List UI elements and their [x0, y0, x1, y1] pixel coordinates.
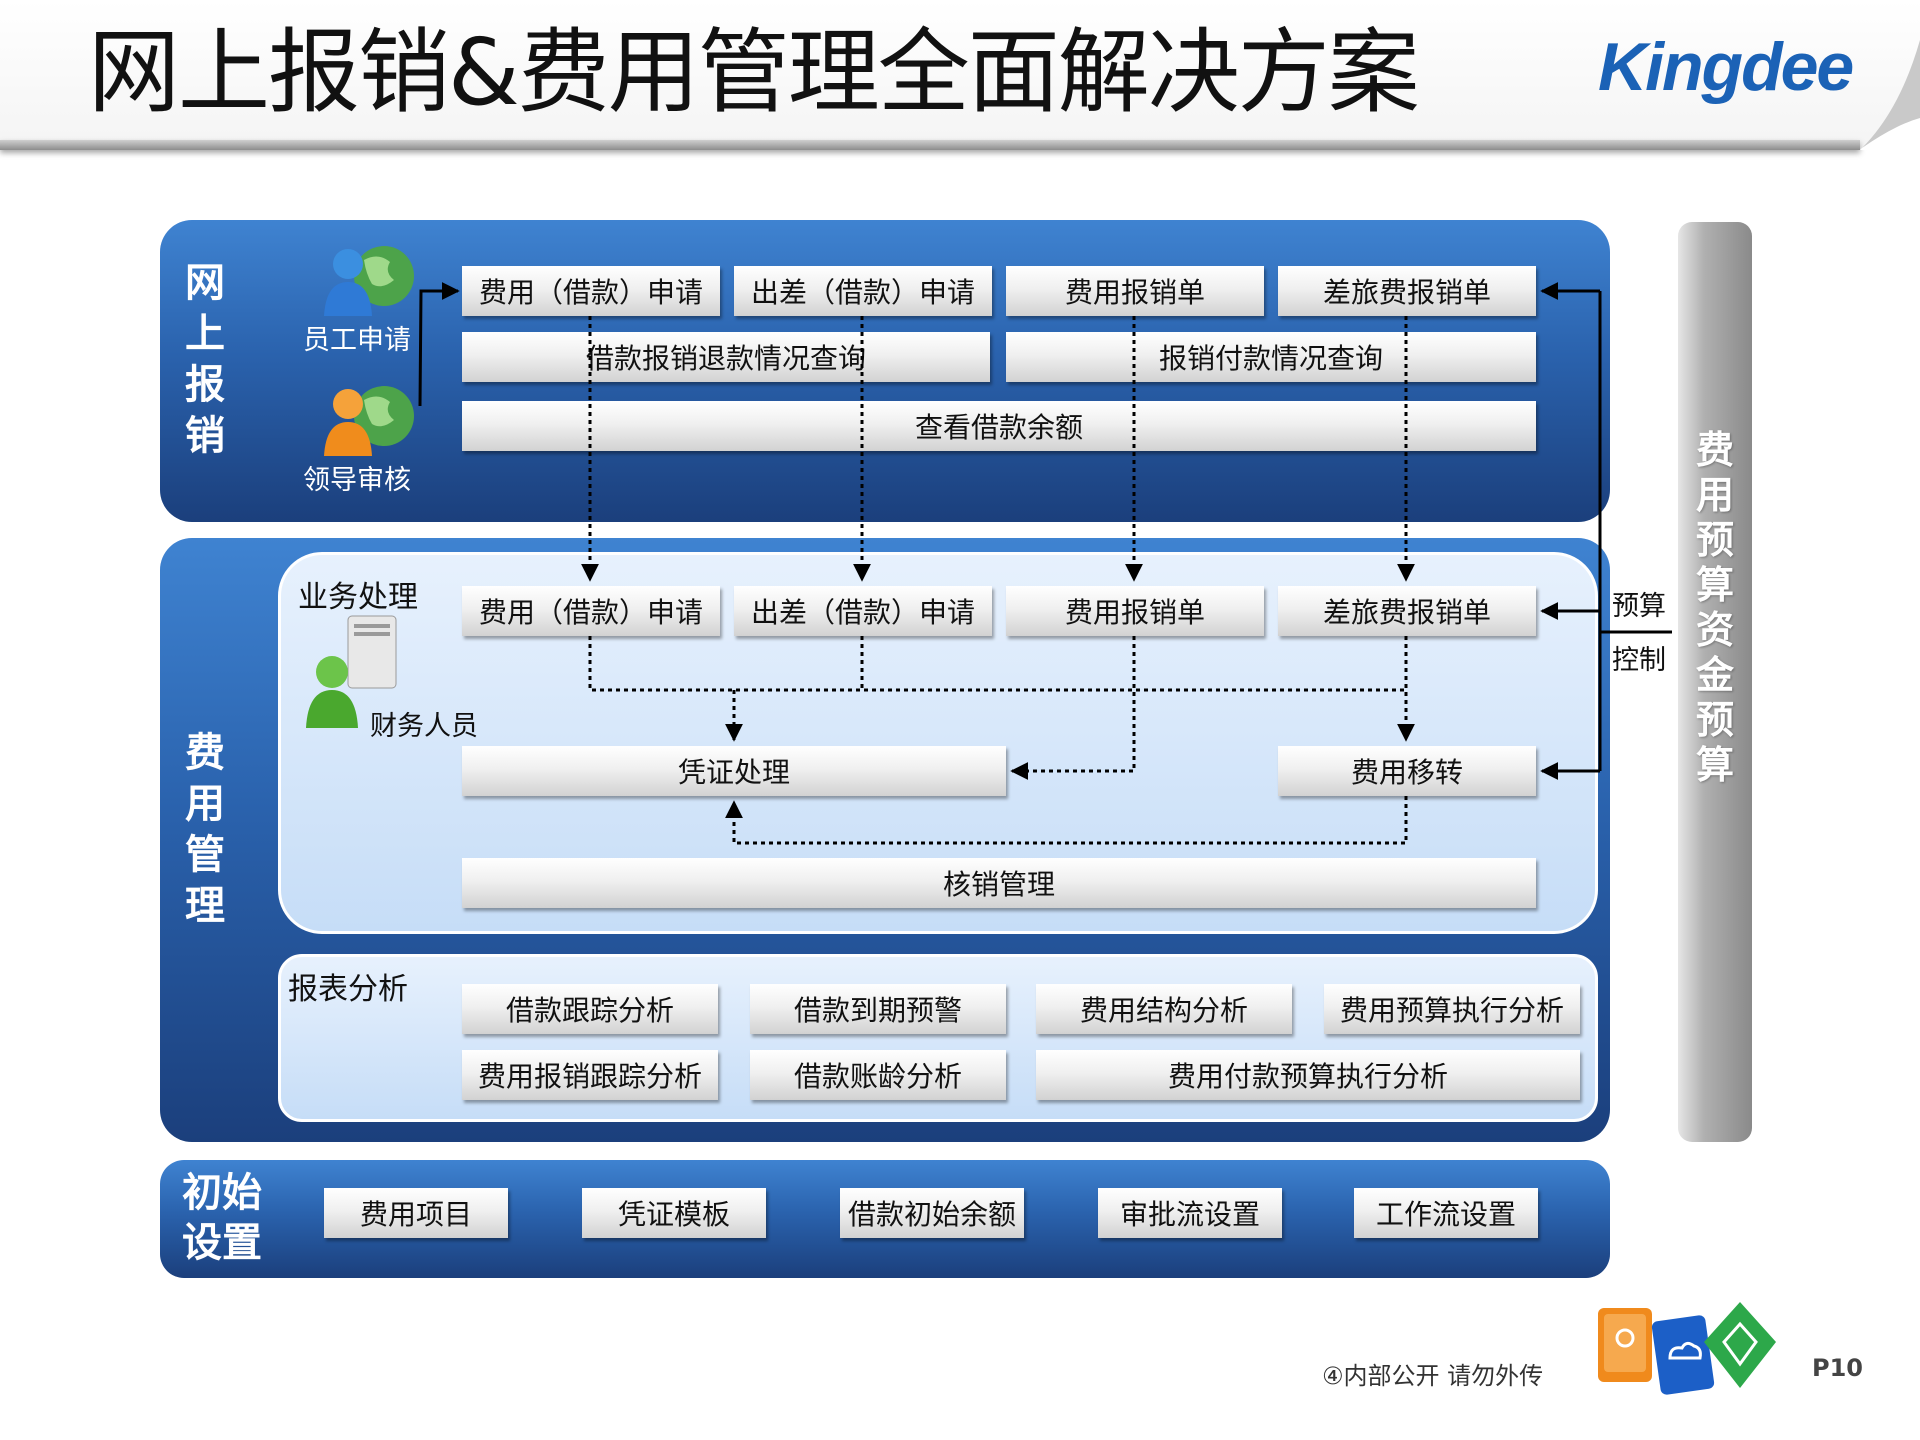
online-travel-claim-button[interactable]: 差旅费报销单	[1278, 266, 1536, 316]
finance-staff-label: 财务人员	[370, 711, 478, 742]
page-number: P10	[1812, 1354, 1863, 1382]
workflow-setup-button[interactable]: 工作流设置	[1354, 1188, 1538, 1238]
slide-header	[0, 0, 1920, 150]
loan-aging-report-button[interactable]: 借款账龄分析	[750, 1050, 1006, 1100]
expense-claim-button[interactable]: 费用报销单	[1006, 586, 1264, 636]
leader-review-label: 领导审核	[303, 465, 411, 496]
budget-side-bar-label: 费用预算 资金预算	[1695, 428, 1734, 787]
online-reimbursement-label: 网上报销	[185, 260, 225, 459]
voucher-template-setup-button[interactable]: 凭证模板	[582, 1188, 766, 1238]
online-expense-loan-apply-button[interactable]: 费用（借款）申请	[462, 266, 720, 316]
expense-loan-apply-button[interactable]: 费用（借款）申请	[462, 586, 720, 636]
budget-side-bar	[1678, 222, 1752, 1142]
travel-loan-apply-button[interactable]: 出差（借款）申请	[734, 586, 992, 636]
online-to-expense-arrows	[581, 316, 1415, 582]
kingdee-logo: Kingdee	[1598, 29, 1854, 105]
online-expense-claim-button[interactable]: 费用报销单	[1006, 266, 1264, 316]
voucher-flow-arrows	[588, 636, 1415, 845]
finance-staff-icon	[306, 615, 397, 728]
employee-apply-label: 员工申请	[303, 325, 411, 356]
voucher-processing-button[interactable]: 凭证处理	[462, 746, 1006, 796]
expense-transfer-button[interactable]: 费用移转	[1278, 746, 1536, 796]
header-divider	[0, 140, 1860, 150]
approval-flow-setup-button[interactable]: 审批流设置	[1098, 1188, 1282, 1238]
budget-control-label-1: 预算	[1612, 591, 1666, 622]
loan-balance-button[interactable]: 查看借款余额	[462, 401, 1536, 451]
budget-control-arrows	[1540, 282, 1672, 780]
business-processing-title: 业务处理	[298, 580, 418, 615]
employee-globe-icon	[324, 246, 414, 316]
product-cubes-icon	[1598, 1302, 1776, 1395]
online-travel-loan-apply-button[interactable]: 出差（借款）申请	[734, 266, 992, 316]
budget-execution-report-button[interactable]: 费用预算执行分析	[1324, 984, 1580, 1034]
payment-budget-report-button[interactable]: 费用付款预算执行分析	[1036, 1050, 1580, 1100]
report-analysis-title: 报表分析	[288, 972, 408, 1007]
approval-bracket	[418, 282, 460, 407]
expense-item-setup-button[interactable]: 费用项目	[324, 1188, 508, 1238]
expense-structure-report-button[interactable]: 费用结构分析	[1036, 984, 1292, 1034]
page-title: 网上报销&费用管理全面解决方案	[88, 19, 1420, 126]
payment-query-button[interactable]: 报销付款情况查询	[1006, 332, 1536, 382]
footer-note: ④内部公开 请勿外传	[1322, 1362, 1544, 1390]
loan-initial-balance-button[interactable]: 借款初始余额	[840, 1188, 1024, 1238]
budget-control-label-2: 控制	[1612, 645, 1666, 676]
expense-management-label: 费用管理	[185, 730, 225, 929]
page-curl-icon	[1860, 0, 1920, 150]
loan-tracking-report-button[interactable]: 借款跟踪分析	[462, 984, 718, 1034]
travel-claim-button[interactable]: 差旅费报销单	[1278, 586, 1536, 636]
writeoff-management-button[interactable]: 核销管理	[462, 858, 1536, 908]
loan-refund-query-button[interactable]: 借款报销退款情况查询	[462, 332, 990, 382]
initial-setup-label: 初始设置	[182, 1170, 262, 1266]
loan-due-warning-button[interactable]: 借款到期预警	[750, 984, 1006, 1034]
leader-globe-icon	[324, 386, 414, 456]
claim-tracking-report-button[interactable]: 费用报销跟踪分析	[462, 1050, 718, 1100]
